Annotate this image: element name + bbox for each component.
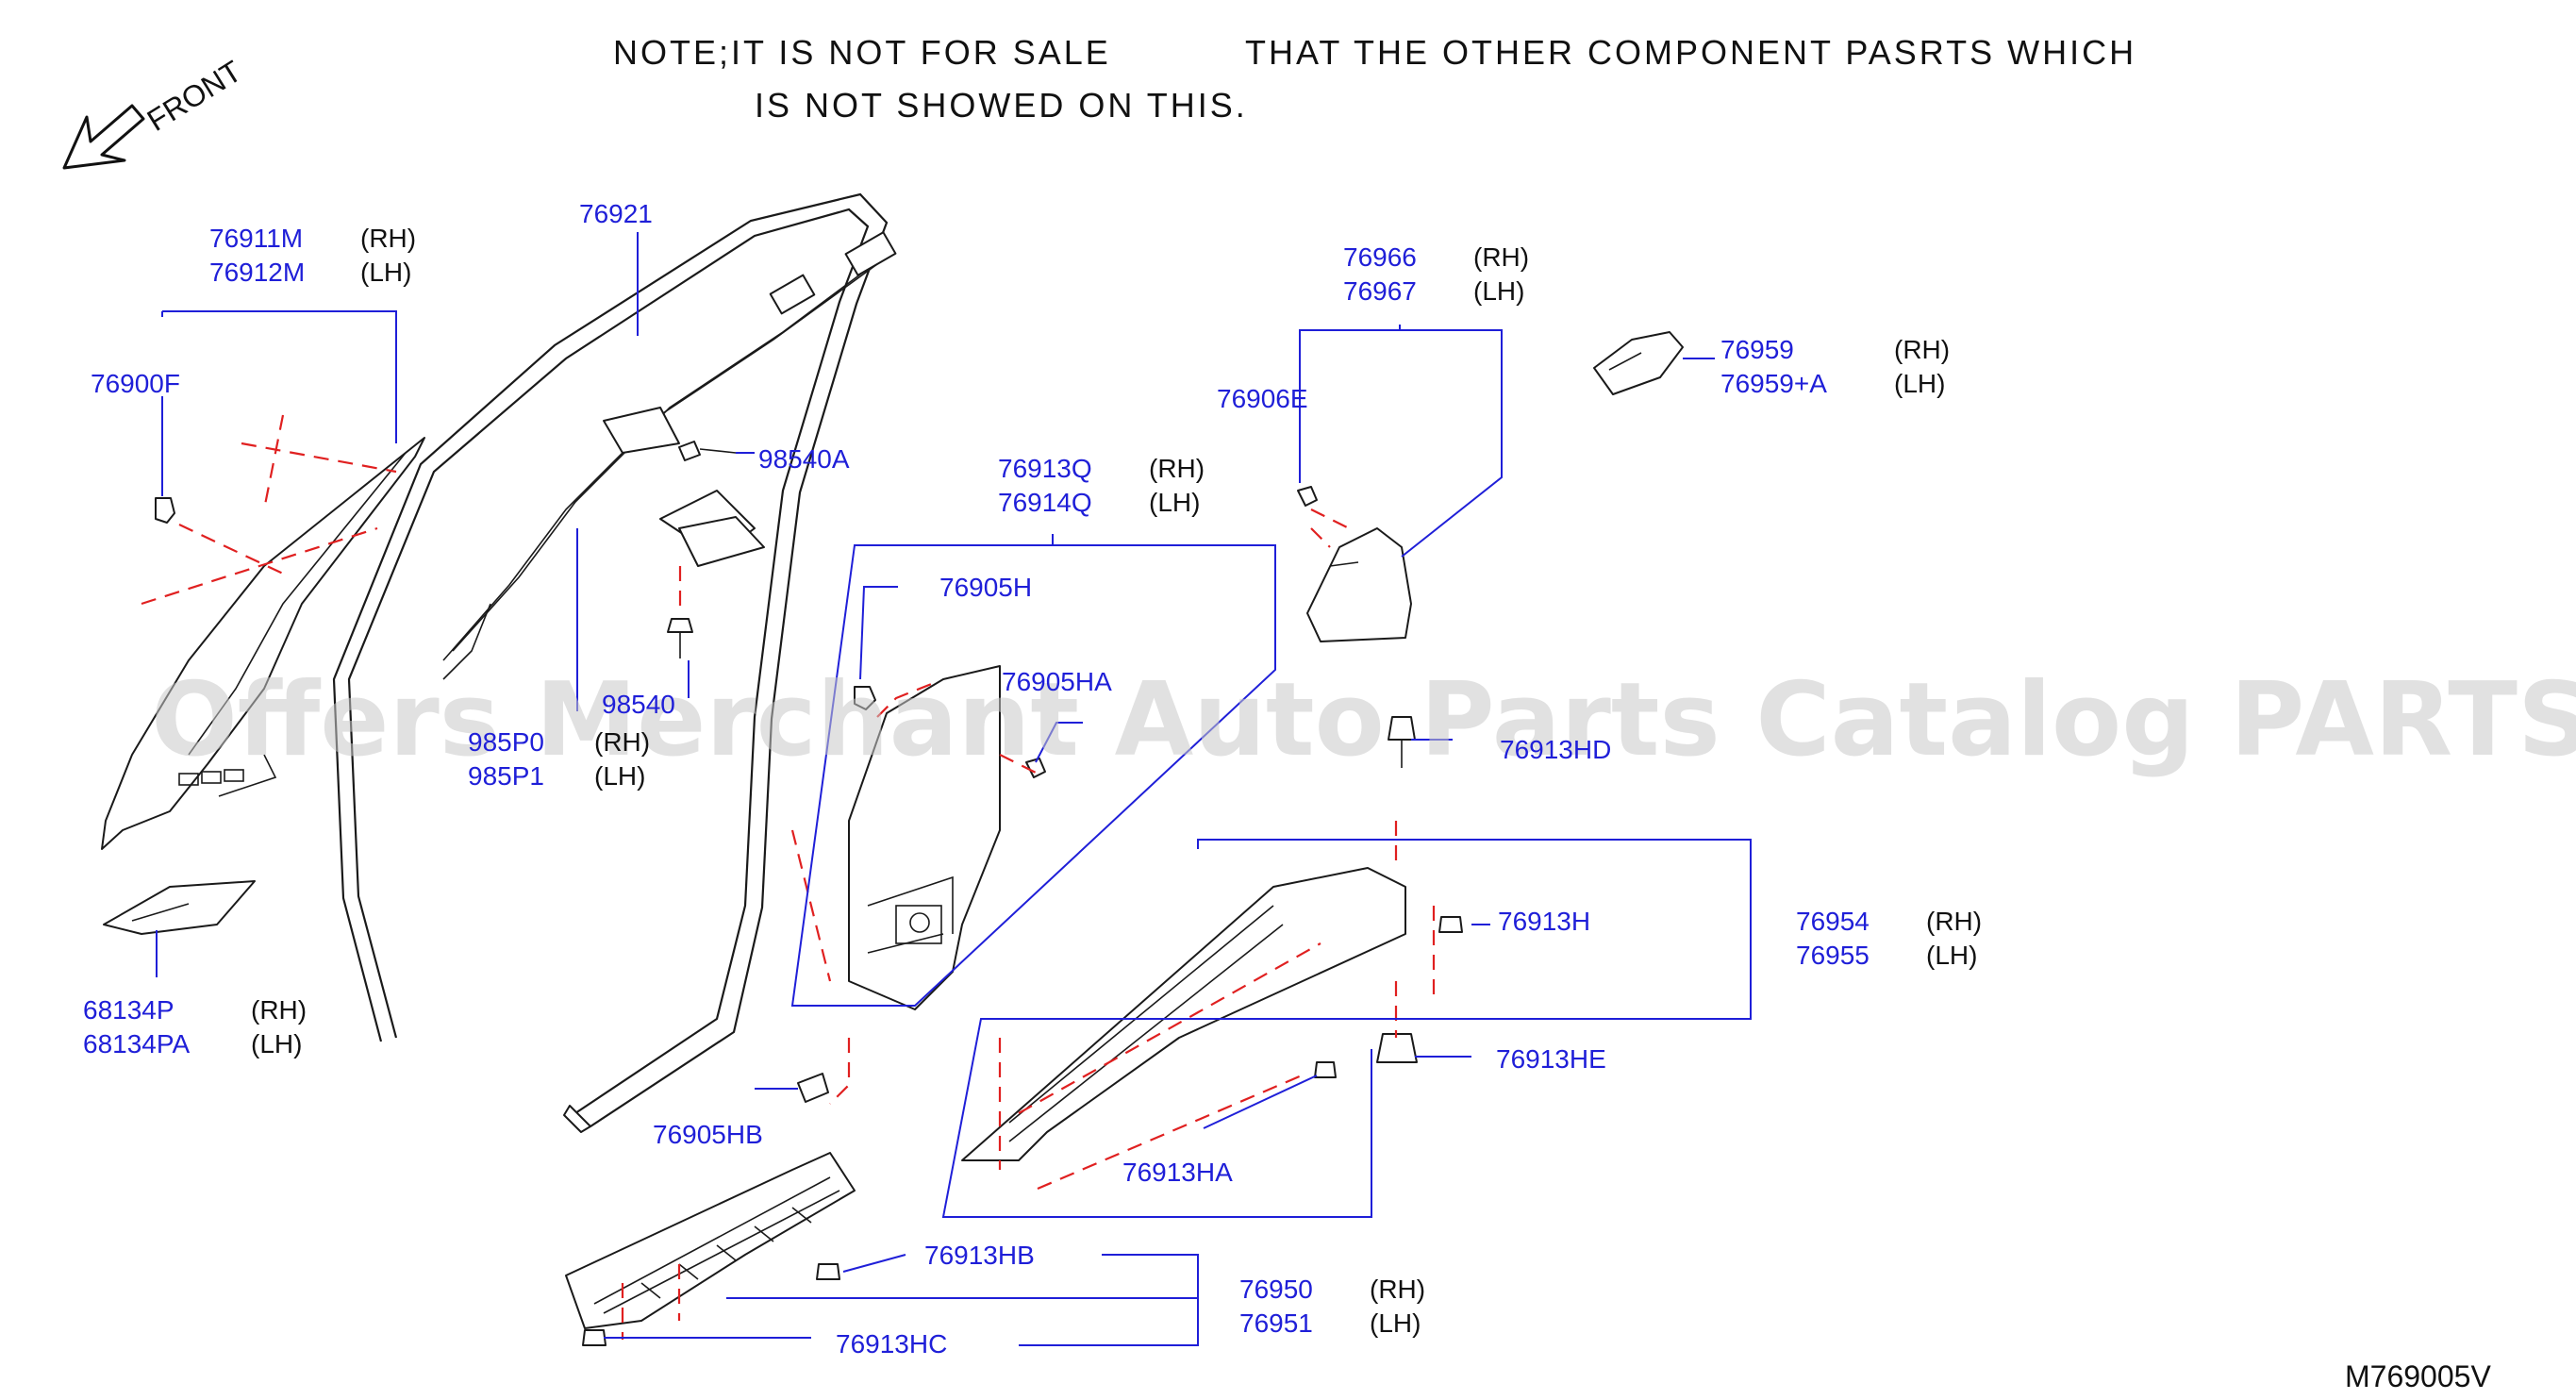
label-76905h[interactable]: 76905H [939, 573, 1032, 602]
label-76906e[interactable]: 76906E [1217, 384, 1308, 413]
label-76913ha[interactable]: 76913HA [1122, 1158, 1233, 1187]
label-98540[interactable]: 98540 [602, 690, 675, 719]
assembly-dash-a-pillar [141, 414, 397, 606]
label-76914q[interactable]: 76914Q [998, 488, 1092, 517]
label-985p0[interactable]: 985P0 [468, 727, 544, 757]
clip-76906e-icon [1297, 486, 1318, 507]
label-76950-side: (RH) [1370, 1275, 1425, 1304]
clip-76913he-icon [1376, 1033, 1418, 1063]
label-76914q-side: (LH) [1149, 488, 1200, 517]
label-68134pa[interactable]: 68134PA [83, 1029, 190, 1058]
label-76913h[interactable]: 76913H [1498, 907, 1590, 936]
label-98540a[interactable]: 98540A [758, 444, 850, 474]
label-76954-side: (RH) [1926, 907, 1982, 936]
bolt-98540-icon [667, 618, 693, 658]
label-76913q[interactable]: 76913Q [998, 454, 1092, 483]
assembly-dash-center-pillar [790, 681, 1039, 1105]
diagram-reference: M769005V [2345, 1359, 2491, 1393]
label-76959a-side: (LH) [1894, 369, 1945, 398]
airbag-harness-part [442, 231, 897, 680]
clip-76913hb-icon [816, 1263, 840, 1280]
label-76959[interactable]: 76959 [1720, 335, 1794, 364]
label-76967[interactable]: 76967 [1343, 276, 1417, 306]
label-76966-side: (RH) [1473, 242, 1529, 272]
label-76912m[interactable]: 76912M [209, 258, 305, 287]
label-76913he[interactable]: 76913HE [1496, 1044, 1606, 1074]
rear-pillar-lower-trim-part [1306, 527, 1412, 642]
finisher-68134p-part [103, 880, 256, 935]
label-76966[interactable]: 76966 [1343, 242, 1417, 272]
clip-76913h-icon [1438, 916, 1463, 933]
front-label: FRONT [141, 54, 248, 138]
label-76955-side: (LH) [1926, 941, 1977, 970]
label-76913hb[interactable]: 76913HB [924, 1241, 1035, 1270]
label-68134p[interactable]: 68134P [83, 995, 175, 1025]
note-line1-right: THAT THE OTHER COMPONENT PASRTS WHICH [1245, 33, 2136, 72]
label-68134pa-side: (LH) [251, 1029, 302, 1058]
cover-76959-part [1593, 331, 1684, 395]
clip-76900f-icon [155, 497, 175, 524]
sill-plate-part [565, 1152, 856, 1329]
label-76913hd[interactable]: 76913HD [1500, 735, 1611, 764]
label-76913q-side: (RH) [1149, 454, 1205, 483]
label-985p0-side: (RH) [594, 727, 650, 757]
center-pillar-trim-part [848, 665, 1001, 1010]
label-76951[interactable]: 76951 [1239, 1308, 1313, 1338]
label-985p1-side: (LH) [594, 761, 645, 791]
label-76955[interactable]: 76955 [1796, 941, 1870, 970]
clip-76913hc-icon [582, 1329, 607, 1346]
clip-76913ha-icon [1314, 1061, 1337, 1078]
leader-lines [156, 232, 1752, 1346]
label-76905hb[interactable]: 76905HB [653, 1120, 763, 1149]
label-76905ha[interactable]: 76905HA [1002, 667, 1112, 696]
a-pillar-trim-part [101, 437, 425, 850]
label-985p1[interactable]: 985P1 [468, 761, 544, 791]
label-68134p-side: (RH) [251, 995, 307, 1025]
label-76951-side: (LH) [1370, 1308, 1421, 1338]
front-arrow-icon [62, 104, 145, 170]
assembly-dash-rear-pillar [1310, 508, 1350, 548]
kicking-plate-inner-part [961, 867, 1406, 1161]
label-76913hc[interactable]: 76913HC [836, 1329, 947, 1358]
label-76900f[interactable]: 76900F [91, 369, 180, 398]
clip-76905hb-icon [797, 1073, 829, 1103]
label-76954[interactable]: 76954 [1796, 907, 1870, 936]
label-76950[interactable]: 76950 [1239, 1275, 1313, 1304]
clip-76905h-icon [854, 686, 876, 710]
watermark: Offers Merchant Auto Parts Catalog PARTS… [151, 661, 2576, 779]
label-76959a[interactable]: 76959+A [1720, 369, 1827, 398]
assembly-dash-sill-plate [621, 1264, 681, 1340]
bolt-98540a-icon [678, 441, 737, 461]
label-76911m[interactable]: 76911M [209, 224, 303, 253]
note-line2: IS NOT SHOWED ON THIS. [755, 86, 1248, 125]
label-76911m-side: (RH) [360, 224, 416, 253]
weatherstrip-76921-part [332, 192, 889, 1133]
label-76967-side: (LH) [1473, 276, 1524, 306]
label-76912m-side: (LH) [360, 258, 411, 287]
clip-76905ha-icon [1025, 758, 1046, 778]
label-76921[interactable]: 76921 [579, 199, 653, 228]
label-76959-side: (RH) [1894, 335, 1950, 364]
note-line1-left: NOTE;IT IS NOT FOR SALE [613, 33, 1111, 72]
assembly-dash-kicking-plate [998, 821, 1436, 1191]
